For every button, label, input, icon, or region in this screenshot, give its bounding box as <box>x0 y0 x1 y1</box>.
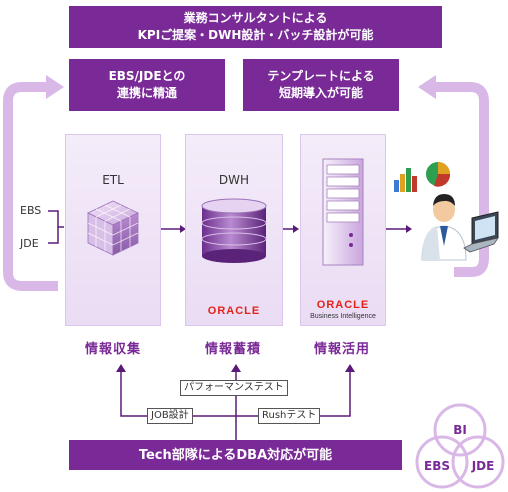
top-banner-line2: KPIご提案・DWH設計・バッチ設計が可能 <box>137 28 374 42</box>
template-banner-line2: 短期導入が可能 <box>278 86 363 100</box>
etl-label: ETL <box>102 173 124 187</box>
venn-bi: BI <box>453 423 467 437</box>
stage-use: 情報活用 <box>313 342 370 357</box>
venn-ebs: EBS <box>424 459 450 473</box>
source-jde: JDE <box>20 237 39 250</box>
loop-arrow-right <box>432 82 489 277</box>
job-design-tag: JOB設計 <box>147 408 193 424</box>
oracle-logo-dwh: ORACLE <box>207 305 261 317</box>
loop-arrowhead-left <box>46 75 64 99</box>
bi-panel: ORACLE Business Intelligence <box>300 134 386 326</box>
laptop-icon <box>463 211 499 253</box>
template-banner-line1: テンプレートによる <box>267 69 375 83</box>
stage-collect: 情報収集 <box>84 342 141 357</box>
pie-chart-icon <box>426 162 451 187</box>
database-cylinder-icon <box>201 198 267 263</box>
source-bracket <box>48 210 64 244</box>
dwh-panel: DWH ORACLE <box>185 134 283 326</box>
top-banner: 業務コンサルタントによる KPIご提案・DWH設計・バッチ設計が可能 <box>69 6 442 48</box>
cube-icon <box>87 200 139 256</box>
bar-chart-icon <box>394 168 417 192</box>
oracle-bi-subtitle: Business Intelligence <box>310 313 376 320</box>
user-icon <box>421 194 467 261</box>
loop-arrow-icon <box>3 82 58 291</box>
template-banner: テンプレートによる 短期導入が可能 <box>243 59 399 111</box>
ebs-jde-banner-line1: EBS/JDEとの <box>108 69 186 83</box>
top-banner-line1: 業務コンサルタントによる <box>183 11 328 25</box>
stage-store: 情報蓄積 <box>204 342 261 357</box>
server-tower-icon <box>322 158 364 266</box>
loop-arrowhead-right <box>418 75 436 99</box>
performance-test-tag: パフォーマンステスト <box>180 380 288 396</box>
ebs-jde-banner: EBS/JDEとの 連携に精通 <box>69 59 225 111</box>
user-area <box>394 162 499 261</box>
rush-test-tag: Rushテスト <box>258 408 321 424</box>
dwh-label: DWH <box>218 173 250 187</box>
oracle-logo-bi: ORACLE <box>316 299 370 311</box>
ebs-jde-banner-line2: 連携に精通 <box>116 86 177 100</box>
source-ebs: EBS <box>20 204 42 217</box>
etl-panel: ETL <box>65 134 161 326</box>
venn-jde: JDE <box>471 459 495 473</box>
venn-diagram: BI EBS JDE <box>415 403 505 489</box>
bottom-banner: Tech部隊によるDBA対応が可能 <box>69 440 402 470</box>
